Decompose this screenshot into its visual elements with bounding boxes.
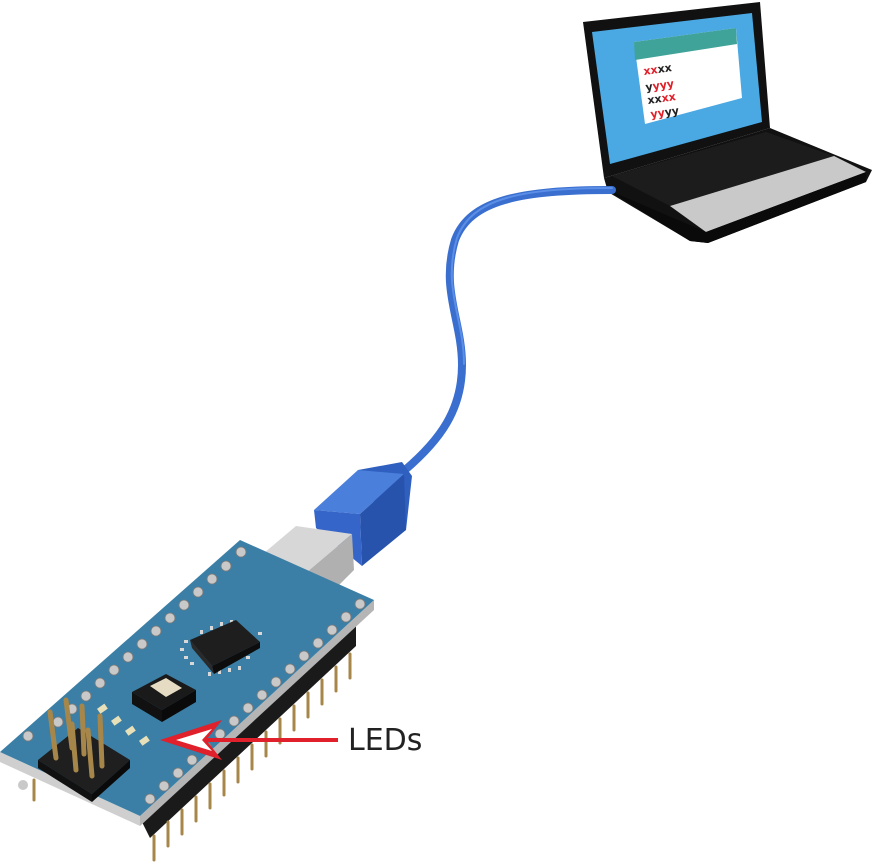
leds-label: LEDs [348, 723, 422, 758]
mount-hole [18, 780, 28, 790]
board-edge-front [0, 752, 140, 826]
usb-connector-body-top [314, 470, 404, 514]
screen-line-2: yyyy [645, 77, 675, 94]
pin-holes-lower [144, 598, 366, 805]
usb-connector-body-side [360, 474, 406, 566]
icsp-header [38, 697, 130, 802]
laptop-base-edge [608, 172, 866, 243]
microcontroller-chip [180, 620, 262, 676]
board-pins [32, 652, 352, 862]
reset-button [132, 674, 196, 722]
pin-holes-upper [22, 546, 247, 742]
microcontroller-board [0, 540, 374, 862]
laptop: xxxx yyyy xxxx yyyy [583, 2, 872, 243]
board-edge-side [140, 600, 374, 826]
smd-leds [97, 703, 150, 746]
usb-cable [244, 186, 616, 622]
cable-wire [401, 186, 616, 474]
screen-window-titlebar [634, 28, 737, 60]
laptop-keyboard [612, 132, 834, 206]
laptop-palmrest [670, 156, 866, 232]
screen-line-3: xxxx [647, 90, 677, 107]
screen-line-4: yyyy [650, 104, 680, 121]
led-callout: LEDs [160, 720, 422, 760]
arrow-head-inner [176, 729, 212, 751]
cable-highlight [450, 187, 613, 365]
screen-line-1: xxxx [643, 61, 673, 78]
